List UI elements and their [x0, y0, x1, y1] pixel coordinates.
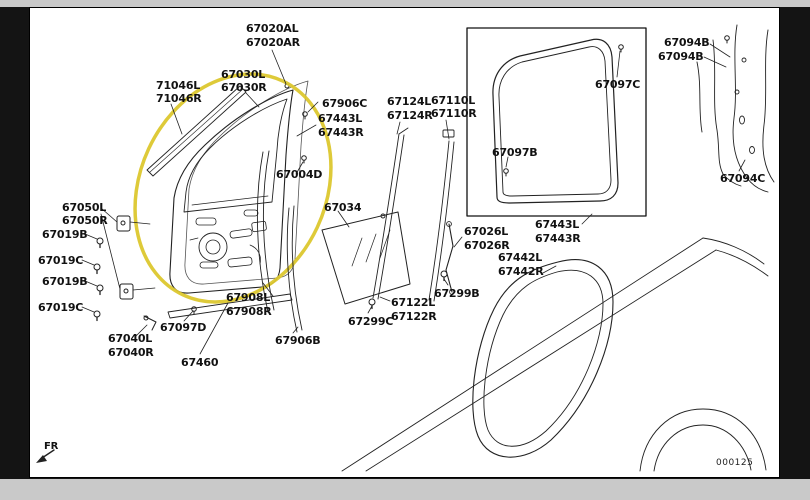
part-label-67443l: 67443L [318, 112, 363, 125]
part-label-67299b: 67299B [434, 287, 480, 300]
part-label-67906b: 67906B [275, 334, 321, 347]
part-label-67124l: 67124L [387, 95, 432, 108]
part-label-67122r: 67122R [391, 310, 437, 323]
part-label-67050l: 67050L [62, 201, 107, 214]
part-label-67908r: 67908R [226, 305, 272, 318]
part-label-67097d: 67097D [160, 321, 207, 334]
inset-detail-box [466, 27, 647, 217]
diagram-paper [29, 7, 780, 478]
part-label-67094c: 67094C [720, 172, 766, 185]
part-label-67020ar: 67020AR [246, 36, 300, 49]
door-sash-strip-drawing [146, 85, 247, 177]
hinges-and-fasteners-drawing [93, 111, 448, 331]
part-label-67019c-2: 67019C [38, 301, 84, 314]
fr-direction-label: FR [44, 441, 59, 452]
part-label-67442r: 67442R [498, 265, 544, 278]
part-label-67020al: 67020AL [246, 22, 299, 35]
part-label-67030r: 67030R [221, 81, 267, 94]
part-label-67124r: 67124R [387, 109, 433, 122]
part-label-67026l: 67026L [464, 225, 509, 238]
part-label-71046r: 71046R [156, 92, 202, 105]
door-panel-inner-drawing [169, 83, 294, 294]
part-label-67097c: 67097C [595, 78, 641, 91]
part-label-67040l: 67040L [108, 332, 153, 345]
part-label-67094b-2: 67094B [658, 50, 704, 63]
part-label-67019b-1: 67019B [42, 228, 88, 241]
part-label-67019c-1: 67019C [38, 254, 84, 267]
top-border-strip [0, 0, 810, 7]
part-label-67908l: 67908L [226, 291, 271, 304]
sash-channels-drawing [372, 127, 455, 302]
door-glass-drawing [321, 211, 411, 305]
part-label-67034: 67034 [324, 201, 362, 214]
part-label-67004d: 67004D [276, 168, 323, 181]
door-opening-weatherstrip-drawing [472, 259, 614, 458]
part-label-67110l: 67110L [431, 94, 476, 107]
part-label-67040r: 67040R [108, 346, 154, 359]
part-label-67443l-2: 67443L [535, 218, 580, 231]
bottom-border-strip [0, 479, 810, 500]
drawing-number: 000125 [716, 458, 754, 468]
part-label-67030l: 67030L [221, 68, 266, 81]
body-side-panel-drawing [696, 24, 775, 193]
part-label-67442l: 67442L [498, 251, 543, 264]
part-label-67050r: 67050R [62, 214, 108, 227]
glass-run-channel-drawing [256, 150, 303, 333]
leader-lines [81, 43, 746, 355]
fr-direction-arrow-icon [36, 449, 55, 463]
part-label-67443r-2: 67443R [535, 232, 581, 245]
part-label-71046l: 71046L [156, 79, 201, 92]
highlight-ellipse [133, 72, 333, 304]
part-label-67906c: 67906C [322, 97, 368, 110]
part-label-67097b: 67097B [492, 146, 538, 159]
part-label-67460: 67460 [181, 356, 219, 369]
door-panel-outer-drawing [184, 80, 309, 285]
part-label-67443r: 67443R [318, 126, 364, 139]
part-label-67110r: 67110R [431, 107, 477, 120]
part-label-67094b-1: 67094B [664, 36, 710, 49]
part-label-67299c: 67299C [348, 315, 394, 328]
car-body-sketch [341, 237, 769, 472]
part-label-67122l: 67122L [391, 296, 436, 309]
part-label-67019b-2: 67019B [42, 275, 88, 288]
part-label-67026r: 67026R [464, 239, 510, 252]
